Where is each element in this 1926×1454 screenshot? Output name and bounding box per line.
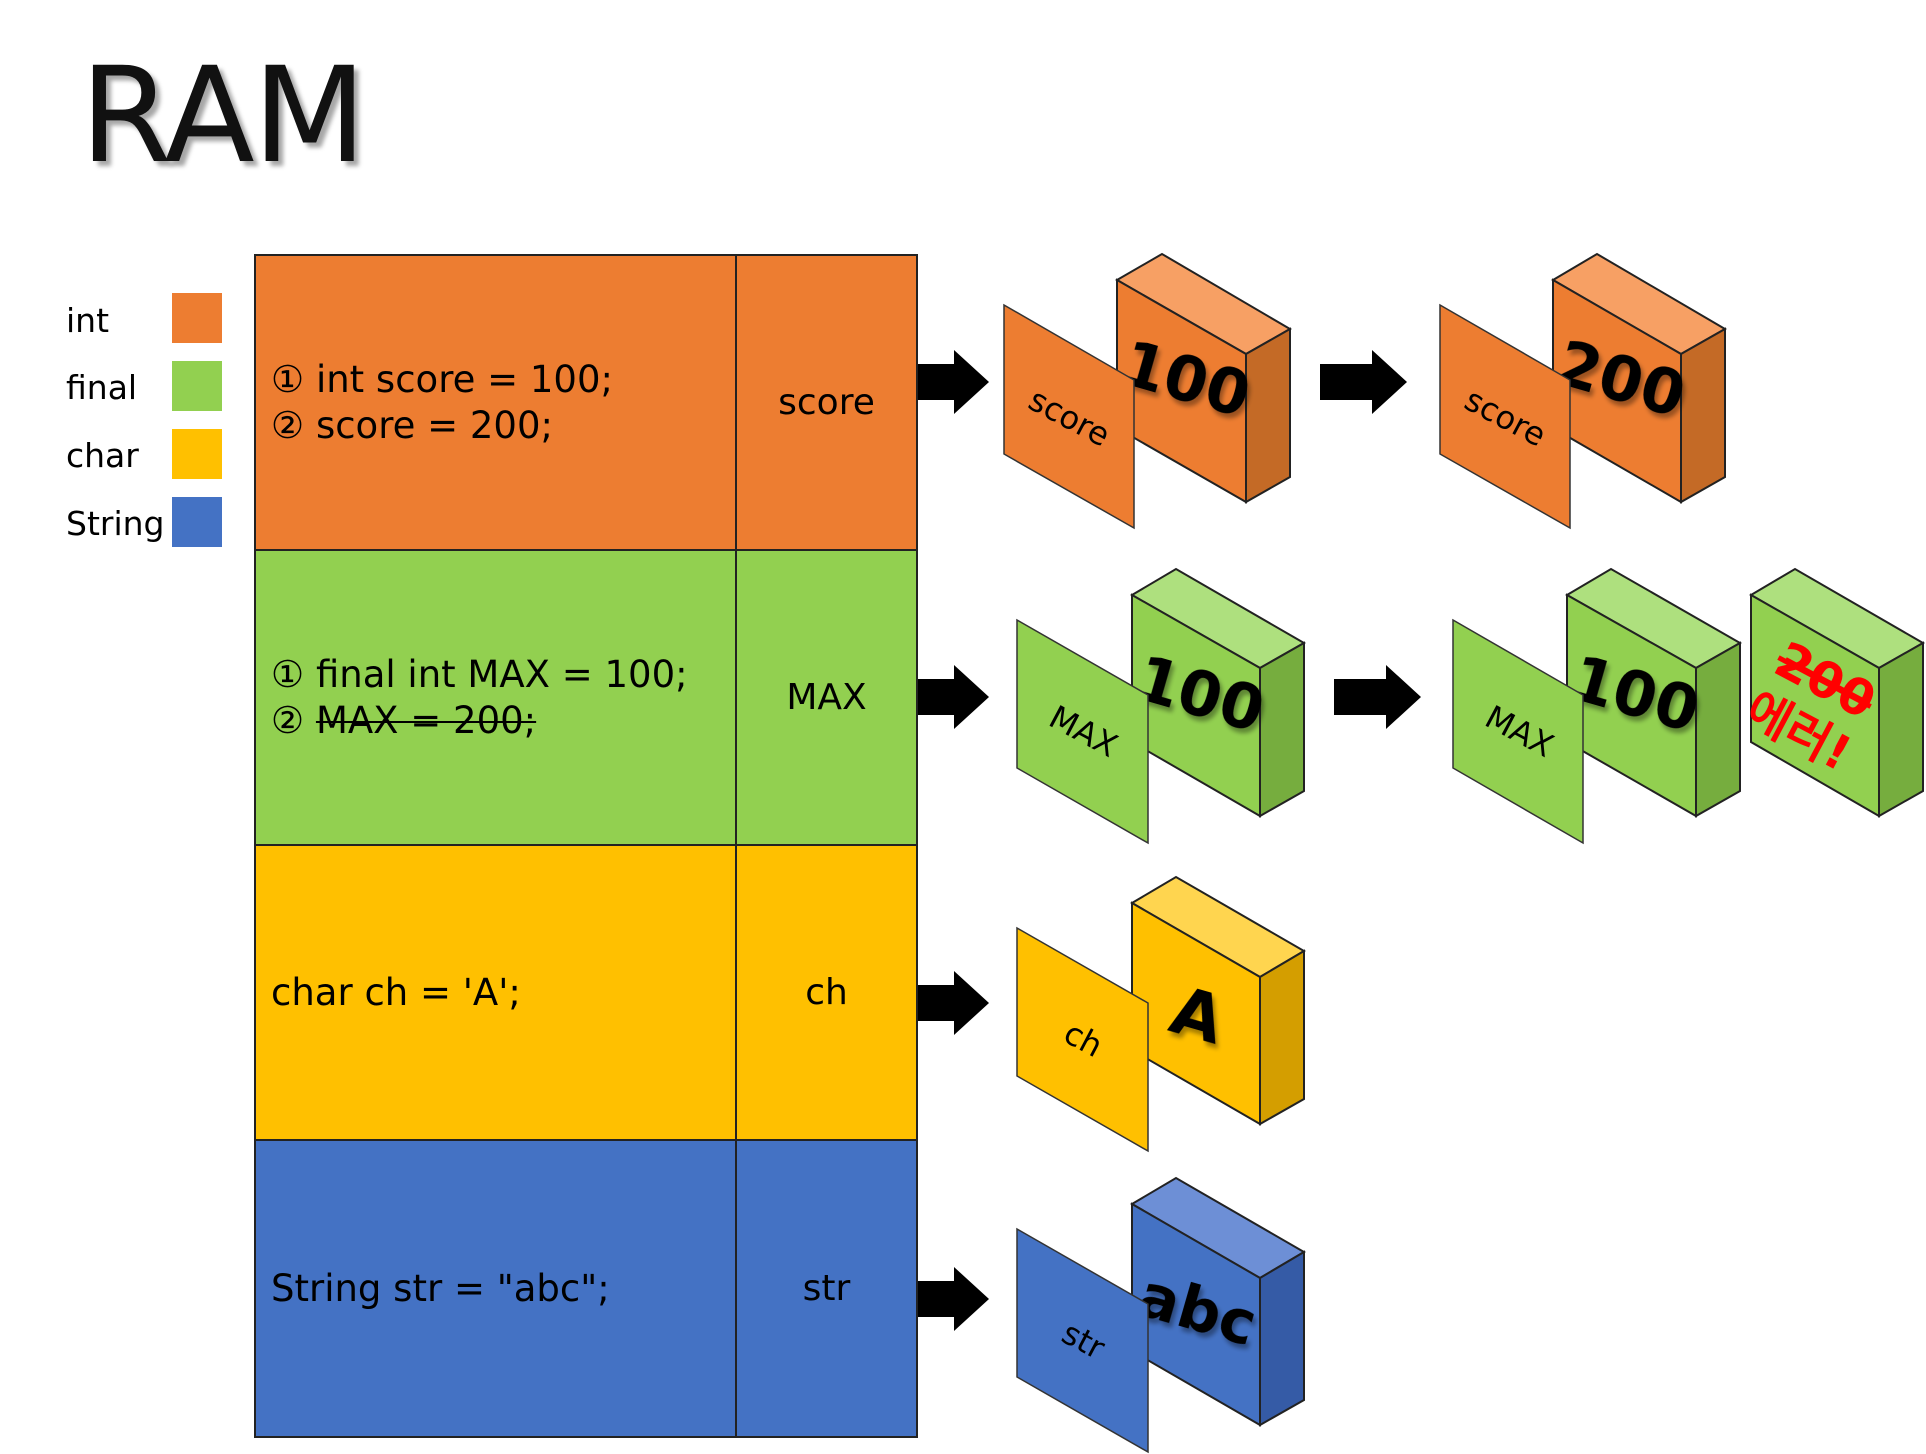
- memory-box-max-100-after: 100 MAX: [1452, 567, 1743, 845]
- code-line: score = 200;: [315, 403, 553, 447]
- code-cell: ① int score = 100; ② score = 200;: [256, 256, 737, 549]
- code-cell: ① final int MAX = 100; ② MAX = 200;: [256, 551, 737, 844]
- variable-name: str: [802, 1268, 851, 1309]
- legend-label-final: final: [66, 368, 138, 407]
- arrow-icon: [1320, 350, 1407, 414]
- step-number: ②: [271, 698, 305, 742]
- variable-name: ch: [805, 972, 848, 1013]
- memory-row-int: ① int score = 100; ② score = 200; score: [256, 256, 916, 551]
- arrow-icon: [1334, 665, 1421, 729]
- variable-name: score: [778, 382, 875, 423]
- memory-box-score-200: 200 score: [1439, 252, 1728, 530]
- memory-box-str: abc str: [1016, 1176, 1306, 1454]
- code-cell: char ch = 'A';: [256, 846, 737, 1139]
- code-line: int score = 100;: [315, 357, 613, 401]
- arrow-icon: [918, 350, 989, 414]
- arrow-icon: [918, 971, 989, 1035]
- code-line: char ch = 'A';: [271, 970, 521, 1014]
- memory-box-max-100: 100 MAX: [1016, 567, 1307, 845]
- memory-row-final: ① final int MAX = 100; ② MAX = 200; MAX: [256, 551, 916, 846]
- legend-label-string: String: [66, 504, 165, 543]
- memory-box-ch: A ch: [1016, 875, 1306, 1153]
- arrow-icon: [918, 1267, 989, 1331]
- legend-swatch-int: [172, 293, 222, 343]
- legend-swatch-final: [172, 361, 222, 411]
- code-line: String str = "abc";: [271, 1266, 610, 1310]
- code-cell: String str = "abc";: [256, 1141, 737, 1436]
- legend-swatch-string: [172, 497, 222, 547]
- legend-label-char: char: [66, 436, 139, 475]
- memory-table: ① int score = 100; ② score = 200; score …: [254, 254, 918, 1438]
- legend-swatch-char: [172, 429, 222, 479]
- step-number: ②: [271, 403, 305, 447]
- arrow-icon: [918, 665, 989, 729]
- memory-box-max-error: 200 에러!: [1736, 567, 1926, 818]
- variable-name: MAX: [786, 677, 867, 718]
- memory-row-string: String str = "abc"; str: [256, 1141, 916, 1436]
- memory-box-score-100: 100 score: [1003, 252, 1293, 530]
- step-number: ①: [271, 652, 305, 696]
- code-line-struck: MAX = 200;: [315, 698, 537, 742]
- legend-label-int: int: [66, 301, 110, 340]
- memory-row-char: char ch = 'A'; ch: [256, 846, 916, 1141]
- code-line: final int MAX = 100;: [315, 652, 688, 696]
- step-number: ①: [271, 357, 305, 401]
- page-title: RAM: [80, 39, 367, 193]
